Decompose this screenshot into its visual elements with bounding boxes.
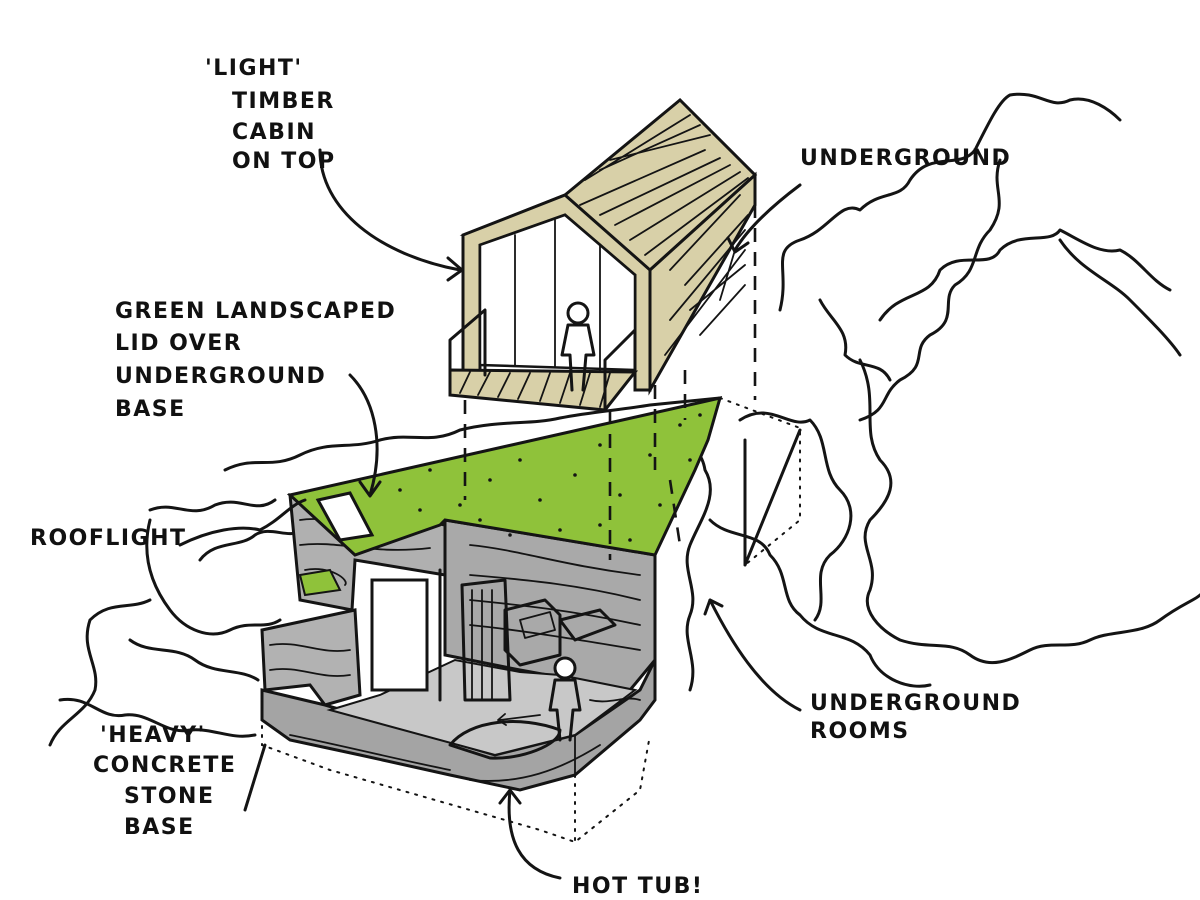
label-underground-rooms: UNDERGROUND ROOMS (810, 691, 1021, 744)
label-green-lid-line-1: GREEN LANDSCAPED (115, 299, 396, 324)
person-figure-lower (548, 656, 582, 742)
label-heavy-base: 'HEAVY' CONCRETE STONE BASE (93, 723, 236, 840)
tree-outlines (48, 92, 1200, 747)
annotation-arrows (178, 148, 802, 880)
label-heavy-base-line-1: 'HEAVY' (100, 723, 206, 748)
label-heavy-base-line-2: CONCRETE (93, 753, 236, 778)
label-cabin-line-4: ON TOP (232, 149, 336, 174)
label-underground-top: UNDERGROUND (800, 146, 1011, 171)
green-roof (286, 395, 723, 597)
timber-cabin (448, 97, 758, 412)
label-underground-rooms-line-1: UNDERGROUND (810, 691, 1021, 716)
label-heavy-base-line-4: BASE (124, 815, 195, 840)
person-figure-upper (560, 301, 596, 392)
label-cabin-line-3: CABIN (232, 120, 316, 145)
ground-volume-outline (261, 397, 802, 844)
label-heavy-base-line-3: STONE (124, 784, 215, 809)
projection-lines (463, 180, 757, 560)
label-cabin: 'LIGHT' TIMBER CABIN ON TOP (205, 56, 336, 174)
label-cabin-line-2: TIMBER (232, 89, 335, 114)
label-green-lid-line-4: BASE (115, 397, 186, 422)
label-green-lid: GREEN LANDSCAPED LID OVER UNDERGROUND BA… (115, 299, 396, 422)
label-underground-rooms-line-2: ROOMS (810, 719, 910, 744)
label-rooflight: ROOFLIGHT (30, 526, 187, 551)
label-green-lid-line-2: LID OVER (115, 331, 242, 356)
label-cabin-line-1: 'LIGHT' (205, 56, 303, 81)
label-green-lid-line-3: UNDERGROUND (115, 364, 326, 389)
label-hot-tub: HOT TUB! (572, 874, 703, 899)
